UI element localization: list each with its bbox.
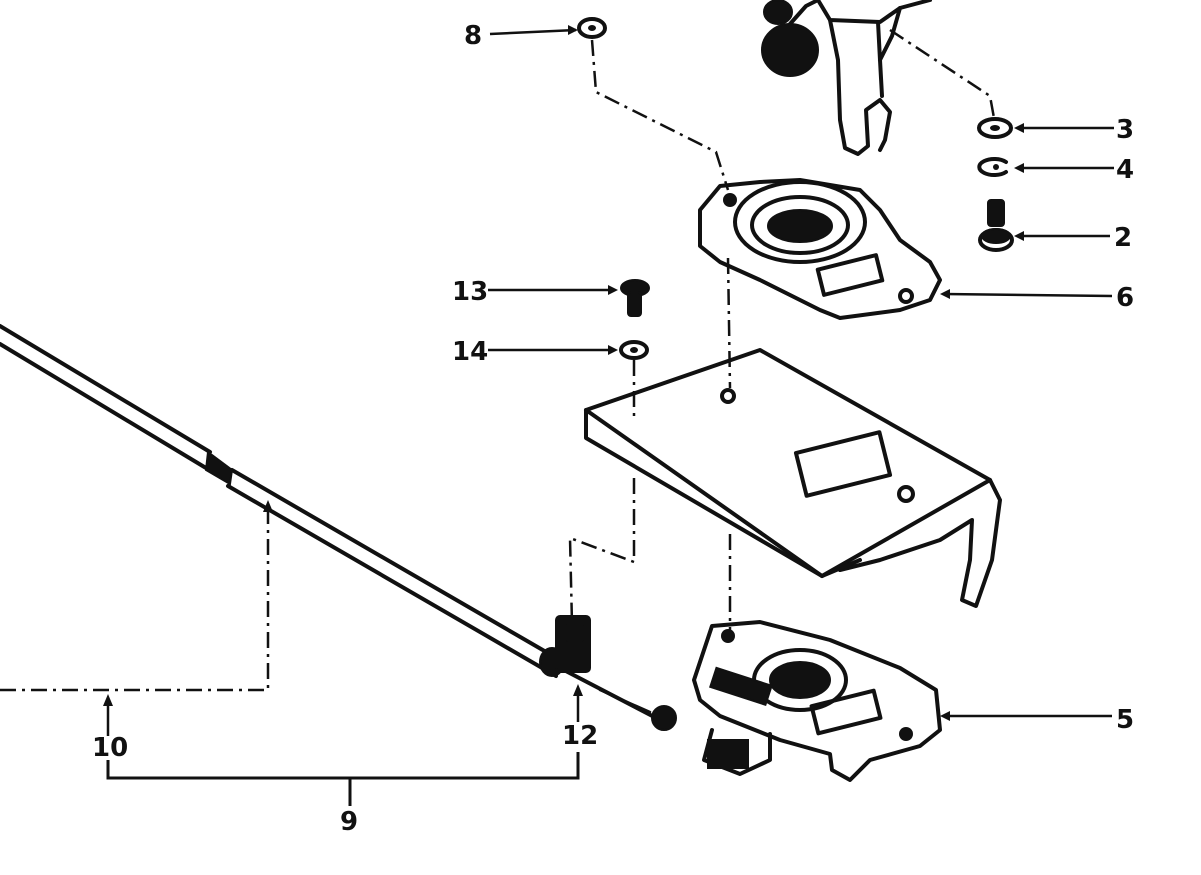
callout-5: 5 xyxy=(1116,705,1134,735)
screw-part-13 xyxy=(620,279,650,317)
callout-2: 2 xyxy=(1114,223,1132,253)
callout-14: 14 xyxy=(452,337,488,367)
upper-bracket-assembly xyxy=(761,0,932,156)
callout-8: 8 xyxy=(464,21,482,51)
callout-9: 9 xyxy=(340,807,358,837)
cable-assembly xyxy=(0,324,677,731)
assembly-centerlines xyxy=(0,28,996,692)
upper-plate-part-6 xyxy=(698,178,942,320)
callout-4: 4 xyxy=(1116,155,1134,185)
washer-part-8 xyxy=(577,17,607,39)
callout-12: 12 xyxy=(562,721,598,751)
clip-part-4 xyxy=(977,157,1008,177)
callout-labels: 8 3 4 2 6 13 14 5 10 12 9 xyxy=(92,21,1134,837)
callout-13: 13 xyxy=(452,277,488,307)
callout-10: 10 xyxy=(92,733,128,763)
lower-plate-part-5 xyxy=(692,620,942,782)
callout-3: 3 xyxy=(1116,115,1134,145)
grouping-bracket-9 xyxy=(106,752,580,806)
screw-part-2 xyxy=(978,199,1014,252)
washer-part-14 xyxy=(619,340,649,360)
middle-bracket xyxy=(584,348,1002,608)
callout-6: 6 xyxy=(1116,283,1134,313)
leader-lines xyxy=(103,25,1114,736)
washer-part-3 xyxy=(977,117,1013,139)
